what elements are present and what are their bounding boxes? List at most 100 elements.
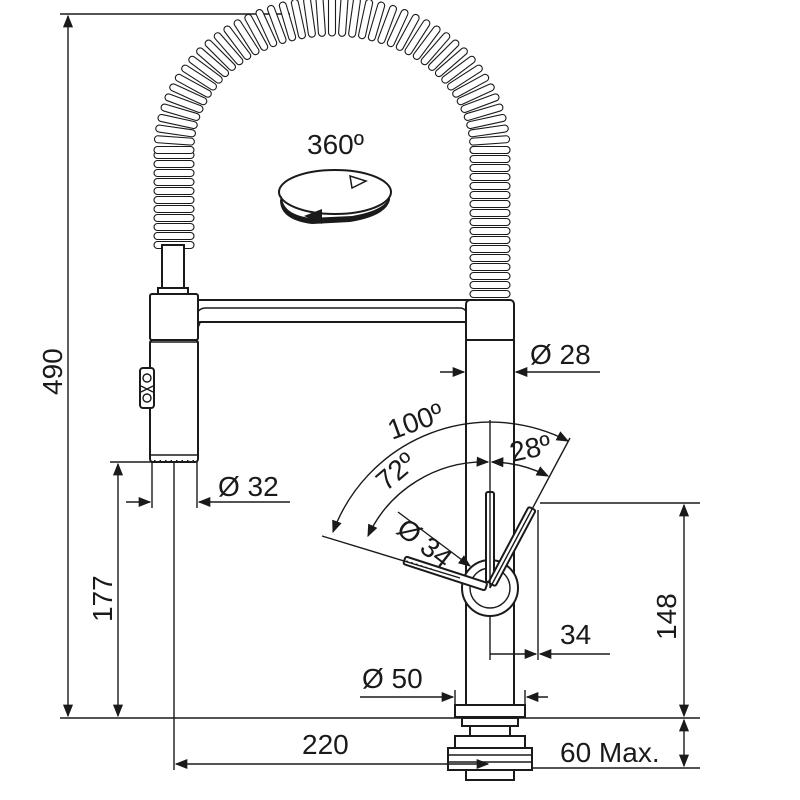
- coil-ring: [452, 73, 490, 98]
- coil-ring: [469, 280, 511, 290]
- total-height-label: 490: [37, 348, 68, 395]
- coil-ring: [338, 0, 349, 37]
- coil-ring: [160, 103, 201, 121]
- coil-ring: [153, 145, 195, 155]
- dim-worktop-thickness: 60 Max.: [560, 718, 690, 768]
- coil-ring: [469, 208, 511, 218]
- coil-ring: [196, 47, 230, 78]
- coil-ring: [315, 0, 326, 37]
- lever-offset-label: 34: [560, 619, 591, 650]
- dim-base-diameter: Ø 50: [360, 663, 548, 704]
- coil-ring: [469, 135, 511, 146]
- reach-label: 220: [302, 729, 349, 760]
- spray-head-top: [149, 293, 199, 341]
- coil-ring: [266, 4, 287, 44]
- body-diameter-label: Ø 28: [530, 339, 591, 370]
- rotation-label: 360º: [307, 129, 364, 160]
- coil-ring: [446, 64, 483, 91]
- base-to-lever-label: 148: [651, 593, 682, 640]
- dim-spray-head: Ø 32: [126, 462, 290, 508]
- coil-ring: [434, 47, 468, 78]
- coil-ring: [463, 103, 504, 121]
- coil-ring: [169, 83, 208, 106]
- coil-ring: [153, 168, 195, 178]
- coil-ring: [469, 145, 511, 155]
- dim-lever-offset: 34: [489, 510, 610, 660]
- coil-ring: [153, 159, 195, 169]
- coil-ring: [153, 213, 195, 223]
- dim-total-height: 490: [37, 14, 74, 718]
- coil-ring: [164, 93, 204, 113]
- coil-ring: [386, 9, 409, 48]
- coil-ring: [469, 217, 511, 227]
- spray-head: [149, 339, 199, 463]
- coil-ring: [469, 235, 511, 245]
- coil-ring: [456, 83, 495, 106]
- column-head: [465, 299, 515, 343]
- dim-body-diameter: Ø 28: [440, 339, 600, 378]
- coil-ring: [358, 0, 374, 40]
- coil-ring: [469, 181, 511, 191]
- base-diameter-label: Ø 50: [362, 663, 423, 694]
- coil-ring: [468, 124, 509, 138]
- coil-ring: [153, 204, 195, 214]
- dim-spout-height: 177: [87, 462, 124, 718]
- base-plate: [454, 704, 526, 718]
- dim-hub-diameter: Ø 34: [391, 511, 472, 574]
- coil-ring: [469, 244, 511, 254]
- coil-ring: [469, 199, 511, 209]
- coil-ring: [460, 93, 500, 113]
- spout-height-label: 177: [87, 575, 118, 622]
- coil-ring: [290, 0, 306, 40]
- coil-ring: [153, 135, 195, 146]
- coil-ring: [174, 73, 212, 98]
- coil-ring: [404, 19, 431, 56]
- coil-ring: [469, 172, 511, 182]
- coil-ring: [348, 0, 361, 38]
- worktop-thickness-label: 60 Max.: [560, 737, 660, 768]
- coil-ring: [469, 154, 511, 164]
- coil-ring: [213, 32, 244, 66]
- coil-ring: [155, 124, 196, 138]
- spring-coil: [153, 0, 511, 299]
- coil-ring: [244, 13, 269, 51]
- coil-ring: [420, 32, 451, 66]
- mounting-assembly: [447, 717, 533, 781]
- coil-ring: [428, 39, 460, 71]
- coil-ring: [469, 271, 511, 281]
- dim-reach: 220: [174, 729, 490, 770]
- dim-base-to-lever: 148: [651, 503, 690, 718]
- lever-total-angle-label: 100º: [383, 397, 447, 446]
- coil-ring: [469, 163, 511, 173]
- coil-ring: [377, 4, 398, 44]
- coil-ring: [204, 39, 236, 71]
- coil-ring: [469, 289, 511, 299]
- coil-ring: [188, 55, 223, 84]
- coil-ring: [395, 13, 420, 51]
- rotation-360-icon: 360º: [278, 129, 392, 224]
- coil-ring: [153, 222, 195, 232]
- coil-ring: [469, 190, 511, 200]
- coil-ring: [233, 19, 260, 56]
- spray-toggle-icon: [139, 367, 155, 409]
- coil-ring: [157, 113, 198, 130]
- coil-ring: [153, 186, 195, 196]
- coil-ring: [327, 0, 337, 37]
- faucet-body: [139, 244, 537, 781]
- coil-ring: [223, 25, 252, 60]
- coil-ring: [367, 1, 386, 42]
- lever-front-angle-label: 72º: [370, 446, 422, 496]
- coil-ring: [153, 231, 195, 241]
- coil-ring: [278, 1, 297, 42]
- coil-ring: [469, 226, 511, 236]
- coil-ring: [469, 262, 511, 272]
- coil-ring: [441, 55, 476, 84]
- coil-ring: [181, 64, 218, 91]
- coil-ring: [153, 195, 195, 205]
- coil-ring: [303, 0, 316, 38]
- spray-head-diameter-label: Ø 32: [218, 471, 279, 502]
- coil-ring: [466, 113, 507, 130]
- coil-ring: [153, 177, 195, 187]
- coil-ring: [255, 9, 278, 48]
